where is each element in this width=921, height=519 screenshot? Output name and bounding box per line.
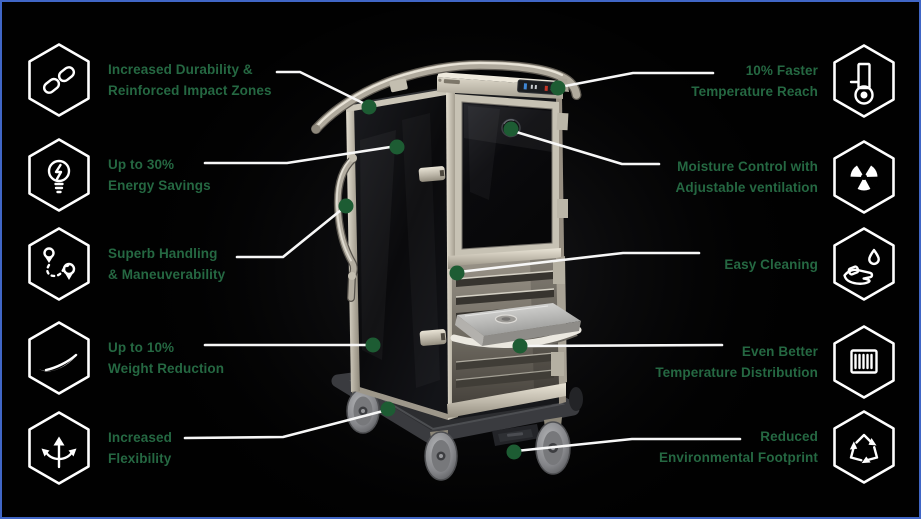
marker-cleaning bbox=[449, 265, 465, 281]
connector-temperature-reach bbox=[558, 71, 715, 89]
feature-footprint: Reduced Environmental Footprint bbox=[659, 409, 897, 485]
marker-temperature-reach bbox=[550, 80, 566, 96]
feature-label: Moisture Control with Adjustable ventila… bbox=[675, 159, 818, 195]
temperature-display bbox=[517, 79, 561, 96]
connector-handling bbox=[235, 204, 348, 259]
side-grab-handle bbox=[333, 154, 358, 302]
lower-door-latch bbox=[419, 329, 447, 346]
feature-label: 10% Faster Temperature Reach bbox=[691, 63, 818, 99]
feature-durability: Increased Durability & Reinforced Impact… bbox=[26, 42, 272, 118]
route-pins-icon bbox=[28, 227, 90, 301]
ventilation-fan-icon bbox=[833, 140, 895, 214]
banquet-trolley-illustration bbox=[155, 2, 785, 519]
branch-arrows-icon bbox=[28, 411, 90, 485]
feature-label: Superb Handling & Maneuverability bbox=[108, 246, 226, 282]
feature-distribution: Even Better Temperature Distribution bbox=[655, 324, 897, 400]
marker-weight bbox=[365, 337, 381, 353]
feature-label: Up to 30% Energy Savings bbox=[108, 157, 211, 193]
marker-footprint bbox=[506, 444, 522, 460]
door-latch bbox=[418, 166, 446, 182]
caster-wheel-front bbox=[424, 430, 458, 481]
connector-footprint bbox=[514, 437, 742, 453]
marker-distribution bbox=[512, 338, 528, 354]
marker-energy bbox=[389, 139, 405, 155]
door-hinge-bottom bbox=[557, 199, 568, 218]
feature-label: Easy Cleaning bbox=[724, 256, 818, 272]
connector-distribution bbox=[524, 343, 724, 348]
heat-grill-icon bbox=[833, 325, 895, 399]
feature-cleaning: Easy Cleaning bbox=[724, 226, 897, 302]
marker-dots bbox=[338, 80, 566, 460]
feature-weight: Up to 10% Weight Reduction bbox=[26, 320, 224, 396]
bumper-plate bbox=[492, 424, 540, 446]
feature-flexibility: Increased Flexibility bbox=[26, 410, 172, 486]
connector-cleaning bbox=[457, 251, 701, 274]
marker-flexibility bbox=[380, 401, 396, 417]
marker-moisture bbox=[503, 121, 519, 137]
thermometer-icon bbox=[833, 44, 895, 118]
brand-mark bbox=[438, 78, 460, 85]
feature-energy: Up to 30% Energy Savings bbox=[26, 137, 211, 213]
connector-energy bbox=[203, 144, 399, 165]
connector-moisture bbox=[511, 129, 661, 166]
compartment-hinge-bottom bbox=[551, 352, 564, 376]
feature-label: Up to 10% Weight Reduction bbox=[108, 340, 225, 376]
energy-bulb-icon bbox=[28, 138, 90, 212]
chain-link-icon bbox=[28, 43, 90, 117]
marker-durability bbox=[361, 99, 377, 115]
feature-temperature-reach: 10% Faster Temperature Reach bbox=[691, 43, 897, 119]
connector-flexibility bbox=[183, 408, 389, 440]
upper-door bbox=[418, 94, 569, 258]
compartment-hinge-top bbox=[553, 262, 565, 284]
feature-handling: Superb Handling & Maneuverability bbox=[26, 226, 225, 302]
tray-rails bbox=[455, 270, 555, 388]
feature-moisture: Moisture Control with Adjustable ventila… bbox=[676, 139, 897, 215]
feather-icon bbox=[28, 321, 90, 395]
recycle-icon bbox=[833, 410, 895, 484]
hand-wash-icon bbox=[833, 227, 895, 301]
feature-label: Increased Flexibility bbox=[108, 430, 172, 466]
marker-handling bbox=[338, 198, 354, 214]
push-handle bbox=[311, 59, 582, 134]
control-panel bbox=[437, 72, 563, 99]
door-hinge-top bbox=[556, 112, 569, 131]
connector-durability bbox=[275, 70, 371, 108]
feature-label: Increased Durability & Reinforced Impact… bbox=[108, 62, 272, 98]
connector-lines bbox=[183, 70, 742, 453]
feature-label: Even Better Temperature Distribution bbox=[655, 344, 818, 380]
feature-label: Reduced Environmental Footprint bbox=[658, 429, 818, 465]
